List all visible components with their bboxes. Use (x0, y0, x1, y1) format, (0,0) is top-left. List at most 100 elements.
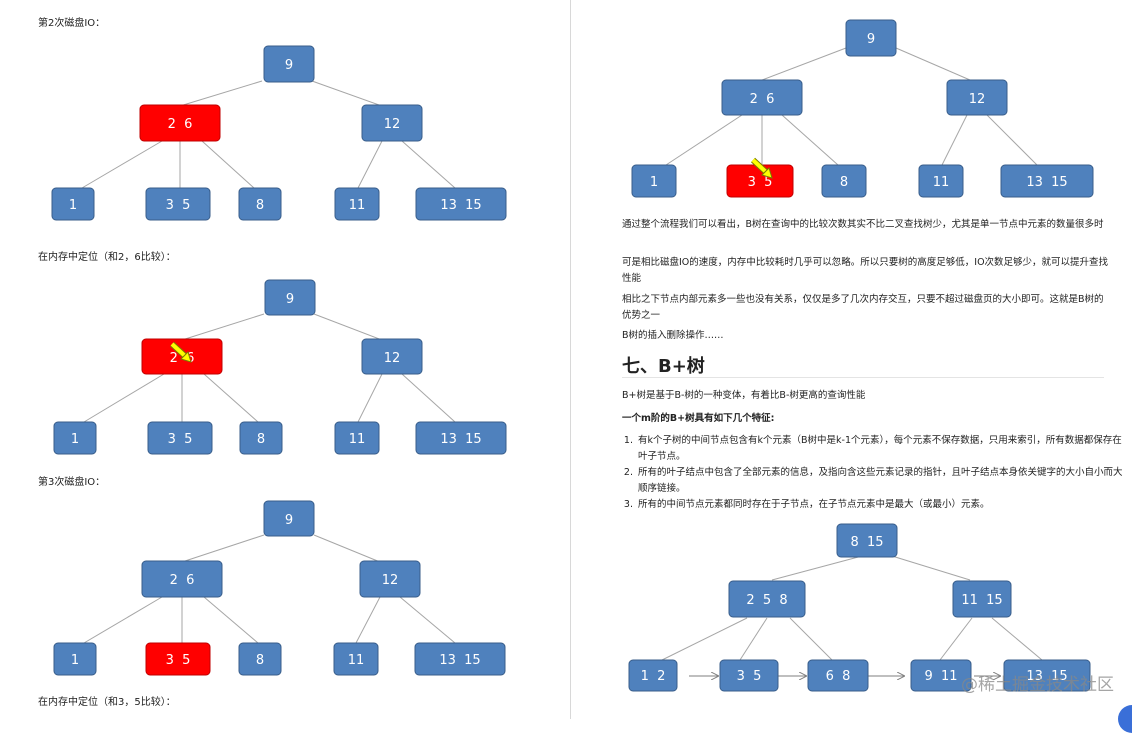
tree-node: 11 15 (952, 580, 1012, 618)
svg-text:11: 11 (933, 175, 950, 190)
tree-node: 1 (631, 164, 677, 198)
tree-node: 2 6 (721, 79, 803, 116)
svg-text:9: 9 (867, 32, 875, 47)
svg-text:3 5: 3 5 (737, 669, 762, 684)
svg-text:12: 12 (969, 92, 986, 107)
svg-text:13 15: 13 15 (440, 198, 481, 213)
left-document-page: 第2次磁盘IO： 9 2 6 12 1 3 5 8 11 13 15 在内存中定… (0, 0, 570, 719)
tree-node: 1 (53, 642, 97, 676)
tree-node: 13 15 (415, 187, 507, 221)
tree-node: 9 (264, 279, 316, 316)
svg-text:8: 8 (256, 653, 264, 668)
features-title: 一个m阶的B+树具有如下几个特征: (622, 413, 775, 424)
svg-text:13 15: 13 15 (440, 432, 481, 447)
svg-text:1 2: 1 2 (641, 669, 666, 684)
leaf-node: 3 5 (719, 659, 779, 692)
svg-text:3 5: 3 5 (748, 175, 773, 190)
svg-text:1: 1 (71, 432, 79, 447)
svg-text:8: 8 (256, 198, 264, 213)
leaf-node: 6 8 (807, 659, 869, 692)
tree-node: 2 5 8 (728, 580, 806, 618)
tree-node: 11 (333, 642, 379, 676)
paragraph: 可是相比磁盘IO的速度，内存中比较耗时几乎可以忽略。所以只要树的高度足够低，IO… (622, 257, 1109, 284)
tree-node: 11 (334, 421, 380, 455)
leaf-node: 9 11 (910, 659, 972, 692)
btree-diagram-4: 9 2 6 12 1 3 5 8 11 13 15 (631, 19, 1094, 198)
svg-text:11: 11 (349, 432, 366, 447)
bplus-tree-diagram: 8 15 2 5 8 11 15 1 2 3 5 6 8 9 11 13 15 (628, 523, 1091, 692)
paragraph: B树的插入删除操作…… (622, 330, 724, 341)
svg-text:12: 12 (384, 351, 401, 366)
arrow-pointer-icon (750, 157, 773, 179)
tree-node: 3 5 (147, 421, 213, 455)
svg-text:1: 1 (69, 198, 77, 213)
tree-node: 8 (238, 187, 282, 221)
svg-text:12: 12 (384, 117, 401, 132)
tree-node: 8 (239, 421, 283, 455)
svg-text:2 6: 2 6 (750, 92, 775, 107)
tree-node: 12 (361, 338, 423, 375)
svg-text:9: 9 (285, 58, 293, 73)
heading-underline (622, 377, 1104, 378)
svg-text:8: 8 (840, 175, 848, 190)
features-list: 有k个子树的中间节点包含有k个元素（B树中是k-1个元素），每个元素不保存数据，… (622, 433, 1126, 513)
svg-text:12: 12 (382, 573, 399, 588)
tree-node: 9 (263, 500, 315, 537)
tree-node: 9 (845, 19, 897, 57)
leaf-node: 13 15 (1003, 659, 1091, 692)
btree-diagram-1: 9 2 6 12 1 3 5 8 11 13 15 (51, 45, 507, 221)
tree-node: 1 (53, 421, 97, 455)
svg-text:9: 9 (285, 513, 293, 528)
tree-node: 11 (918, 164, 964, 198)
intro-paragraph: B+树是基于B-树的一种变体，有着比B-树更高的查询性能 (622, 390, 866, 401)
svg-text:3 5: 3 5 (168, 432, 193, 447)
arrow-pointer-icon (169, 341, 192, 363)
list-item: 有k个子树的中间节点包含有k个元素（B树中是k-1个元素），每个元素不保存数据，… (636, 433, 1126, 465)
svg-text:3 5: 3 5 (166, 653, 191, 668)
list-item: 所有的叶子结点中包含了全部元素的信息，及指向含这些元素记录的指针，且叶子结点本身… (636, 465, 1126, 497)
svg-text:1: 1 (650, 175, 658, 190)
tree-node: 1 (51, 187, 95, 221)
paragraph: 通过整个流程我们可以看出，B树在查询中的比较次数其实不比二叉查找树少，尤其是单一… (622, 219, 1104, 230)
svg-text:8 15: 8 15 (850, 535, 883, 550)
tree-node: 12 (946, 79, 1008, 116)
tree-node-highlighted: 2 6 (139, 104, 221, 142)
caption-disk-io-3: 第3次磁盘IO： (38, 477, 106, 488)
caption-disk-io-2: 第2次磁盘IO： (38, 18, 106, 29)
svg-text:11: 11 (349, 198, 366, 213)
svg-text:11: 11 (348, 653, 365, 668)
tree-node: 13 15 (415, 421, 507, 455)
tree-node: 11 (334, 187, 380, 221)
svg-text:1: 1 (71, 653, 79, 668)
svg-text:13 15: 13 15 (439, 653, 480, 668)
section-heading: 七、B+树 (622, 356, 705, 377)
tree-node: 3 5 (145, 187, 211, 221)
caption-compare-2-6: 在内存中定位（和2，6比较）： (38, 252, 176, 263)
svg-text:2 6: 2 6 (170, 573, 195, 588)
tree-node: 12 (361, 104, 423, 142)
svg-text:6 8: 6 8 (826, 669, 851, 684)
svg-text:13 15: 13 15 (1026, 669, 1067, 684)
tree-node: 2 6 (141, 560, 223, 598)
tree-node-highlighted: 3 5 (145, 642, 211, 676)
svg-text:2 5 8: 2 5 8 (746, 593, 787, 608)
tree-node: 13 15 (1000, 164, 1094, 198)
tree-node: 9 (263, 45, 315, 83)
svg-text:8: 8 (257, 432, 265, 447)
page-divider (570, 0, 571, 719)
svg-text:9: 9 (286, 292, 294, 307)
btree-diagram-2: 9 2 6 12 1 3 5 8 11 13 15 (53, 279, 507, 455)
caption-compare-3-5: 在内存中定位（和3，5比较）： (38, 697, 176, 708)
tree-node-highlighted: 3 5 (726, 164, 794, 198)
btree-diagram-3: 9 2 6 12 1 3 5 8 11 13 15 (53, 500, 506, 676)
svg-text:9 11: 9 11 (924, 669, 957, 684)
tree-node: 12 (359, 560, 421, 598)
tree-node: 8 (238, 642, 282, 676)
paragraph: 相比之下节点内部元素多一些也没有关系，仅仅是多了几次内存交互，只要不超过磁盘页的… (622, 294, 1104, 321)
list-item: 所有的中间节点元素都同时存在于子节点，在子节点元素中是最大（或最小）元素。 (636, 497, 1126, 513)
svg-text:3 5: 3 5 (166, 198, 191, 213)
watermark: @稀土掘金技术社区 (961, 675, 1114, 695)
tree-node: 13 15 (414, 642, 506, 676)
tree-node: 8 15 (836, 523, 898, 558)
right-document-page: 9 2 6 12 1 3 5 8 11 13 15 通过整个流程我们可以看出，B… (572, 0, 1132, 733)
